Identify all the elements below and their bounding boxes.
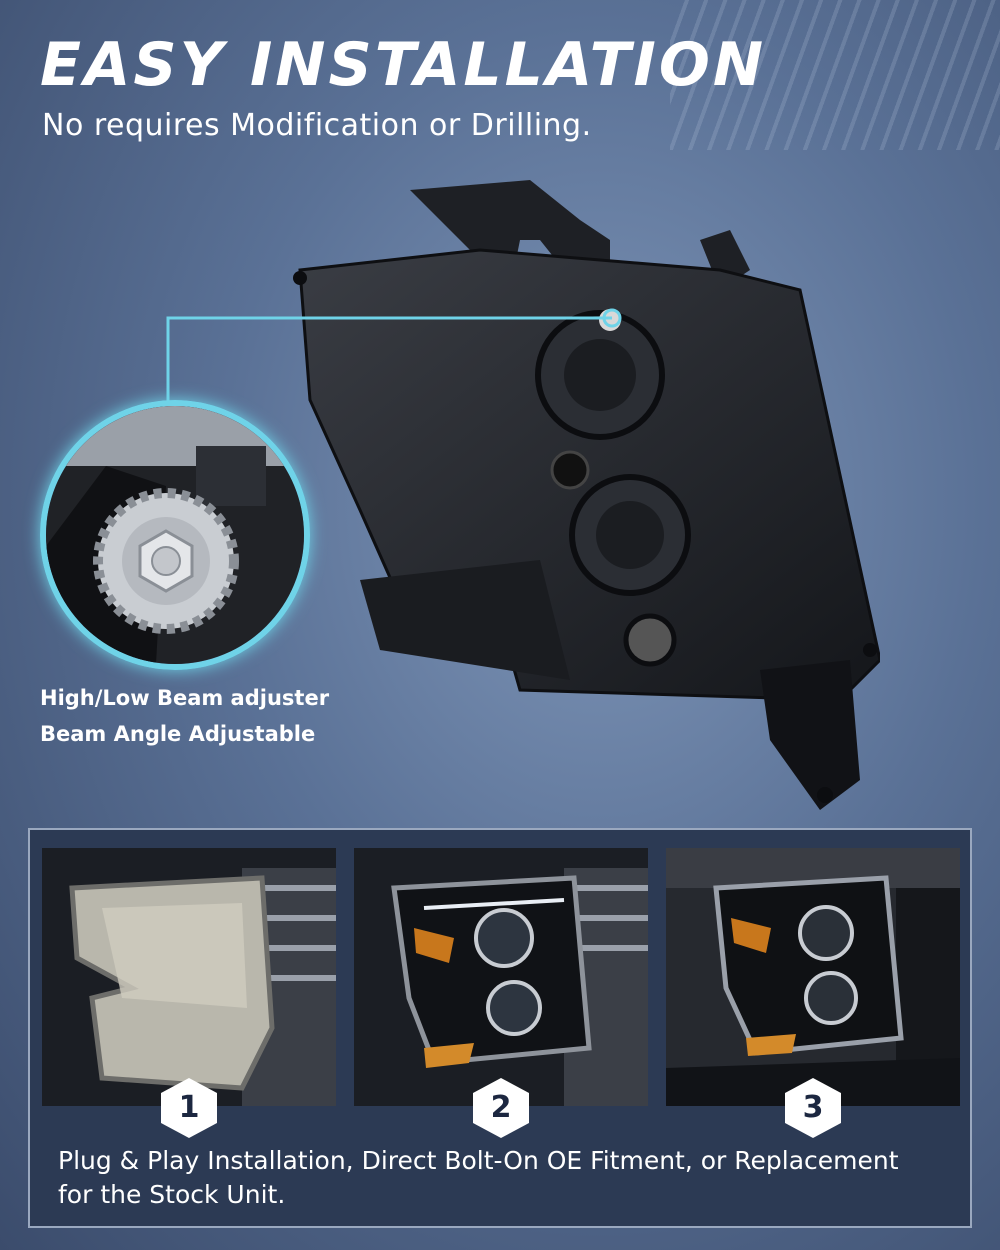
step-3-photo: [666, 848, 960, 1106]
adjuster-caption-line2: Beam Angle Adjustable: [40, 722, 316, 746]
step-1-number: 1: [178, 1090, 200, 1125]
decorative-stripes: [670, 0, 1000, 150]
step-2-photo: [354, 848, 648, 1106]
step-2-badge: 2: [469, 1076, 533, 1140]
step-3-badge: 3: [781, 1076, 845, 1140]
headlight-housing-image: [293, 180, 880, 810]
adjuster-caption: High/Low Beam adjuster Beam Angle Adjust…: [40, 680, 329, 752]
installation-description: Plug & Play Installation, Direct Bolt-On…: [58, 1144, 958, 1212]
adjuster-zoom-image: [40, 400, 310, 670]
step-1-photo: [42, 848, 336, 1106]
page-title: EASY INSTALLATION: [40, 30, 767, 100]
page-subtitle: No requires Modification or Drilling.: [42, 108, 592, 143]
adjuster-caption-line1: High/Low Beam adjuster: [40, 686, 330, 710]
step-3-number: 3: [802, 1090, 824, 1125]
step-2-number: 2: [490, 1090, 512, 1125]
installation-description-line2: for the Stock Unit.: [58, 1180, 286, 1209]
installation-description-line1: Plug & Play Installation, Direct Bolt-On…: [58, 1146, 899, 1175]
installation-steps-panel: 1 2 3 Plug & Play Installation, Direct B…: [28, 828, 972, 1228]
step-1-badge: 1: [157, 1076, 221, 1140]
